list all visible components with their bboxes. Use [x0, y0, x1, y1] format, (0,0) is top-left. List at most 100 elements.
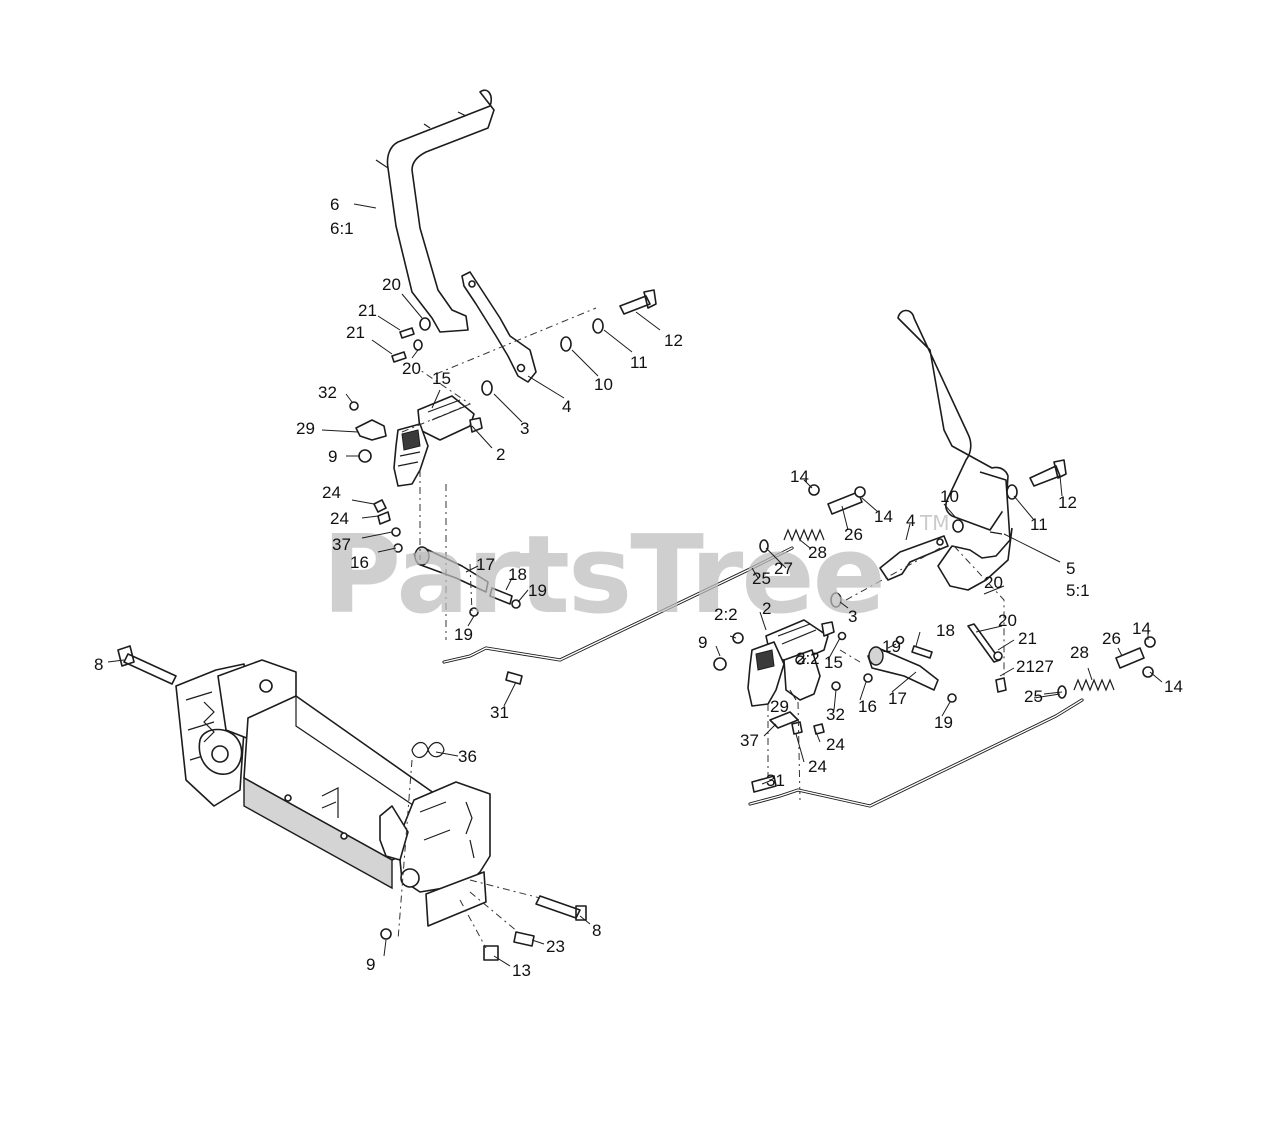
- callout-18[interactable]: 18: [936, 621, 955, 640]
- rod-end-31-left[interactable]: [505, 671, 523, 685]
- callout-14[interactable]: 14: [1164, 677, 1183, 696]
- pin-24-right-b[interactable]: [813, 723, 825, 735]
- callout-20[interactable]: 20: [998, 611, 1017, 630]
- callout-28[interactable]: 28: [808, 543, 827, 562]
- callout-2-2[interactable]: 2:2: [796, 649, 820, 668]
- left-damper-bracket[interactable]: [355, 419, 387, 441]
- callout-10[interactable]: 10: [594, 375, 613, 394]
- callout-24[interactable]: 24: [826, 735, 845, 754]
- washer-11-right[interactable]: [1006, 484, 1018, 500]
- callout-9[interactable]: 9: [366, 955, 375, 974]
- right-control-lever[interactable]: [897, 309, 1009, 531]
- bolt-21-upper[interactable]: [399, 327, 415, 339]
- callout-21[interactable]: 21: [1018, 629, 1037, 648]
- bolt-21-lower[interactable]: [391, 351, 407, 363]
- callout-10[interactable]: 10: [940, 487, 959, 506]
- callout-12[interactable]: 12: [664, 331, 683, 350]
- washer-27-left[interactable]: [759, 539, 769, 553]
- nut-15-right[interactable]: [837, 631, 847, 641]
- bolt-16-right[interactable]: [863, 673, 873, 683]
- washer-11-left[interactable]: [592, 318, 604, 334]
- callout-19[interactable]: 19: [934, 713, 953, 732]
- callout-13[interactable]: 13: [512, 961, 531, 980]
- nut-19-right-a[interactable]: [895, 635, 905, 645]
- callout-14[interactable]: 14: [790, 467, 809, 486]
- callout-5[interactable]: 5: [1066, 559, 1075, 578]
- callout-8[interactable]: 8: [94, 655, 103, 674]
- pin-24-right-a[interactable]: [791, 721, 803, 735]
- callout-20[interactable]: 20: [382, 275, 401, 294]
- callout-25[interactable]: 25: [1024, 687, 1043, 706]
- washer-21-right[interactable]: [993, 651, 1003, 661]
- bolt-21-right-lower[interactable]: [995, 677, 1007, 693]
- callout-37[interactable]: 37: [332, 535, 351, 554]
- pin-24-lower[interactable]: [377, 511, 391, 525]
- spring-28-right[interactable]: [1073, 678, 1115, 692]
- callout-3[interactable]: 3: [520, 419, 529, 438]
- bolt-23[interactable]: [513, 931, 535, 947]
- callout-19[interactable]: 19: [454, 625, 473, 644]
- pin-18-right[interactable]: [911, 645, 933, 659]
- spring-28-left[interactable]: [783, 528, 825, 542]
- callout-32[interactable]: 32: [826, 705, 845, 724]
- callout-23[interactable]: 23: [546, 937, 565, 956]
- pin-24-upper[interactable]: [373, 499, 387, 513]
- nut-14-right-a[interactable]: [1144, 636, 1156, 648]
- callout-37[interactable]: 37: [740, 731, 759, 750]
- nut-14-left-b[interactable]: [854, 486, 866, 498]
- callout-21[interactable]: 21: [358, 301, 377, 320]
- callout-26[interactable]: 26: [1102, 629, 1121, 648]
- callout-29[interactable]: 29: [770, 697, 789, 716]
- callout-24[interactable]: 24: [330, 509, 349, 528]
- rod-end-26-left[interactable]: [827, 491, 863, 515]
- nut-9-mount[interactable]: [380, 928, 392, 940]
- callout-28[interactable]: 28: [1070, 643, 1089, 662]
- callout-8[interactable]: 8: [592, 921, 601, 940]
- callout-29[interactable]: 29: [296, 419, 315, 438]
- callout-6-1[interactable]: 6:1: [330, 219, 354, 238]
- callout-21[interactable]: 21: [346, 323, 365, 342]
- nut-32-left[interactable]: [349, 401, 359, 411]
- rod-end-31-right[interactable]: [751, 775, 777, 793]
- callout-4[interactable]: 4: [906, 511, 915, 530]
- left-lever-bracket[interactable]: [417, 395, 475, 441]
- callout-19[interactable]: 19: [528, 581, 547, 600]
- pin-18-left[interactable]: [489, 587, 513, 605]
- nut-9-right[interactable]: [713, 657, 727, 671]
- callout-15[interactable]: 15: [432, 369, 451, 388]
- callout-12[interactable]: 12: [1058, 493, 1077, 512]
- nut-9-left[interactable]: [358, 449, 372, 463]
- callout-20[interactable]: 20: [984, 573, 1003, 592]
- callout-14[interactable]: 14: [874, 507, 893, 526]
- callout-36[interactable]: 36: [458, 747, 477, 766]
- washer-3-left[interactable]: [481, 380, 493, 396]
- callout-16[interactable]: 16: [858, 697, 877, 716]
- callout-9[interactable]: 9: [328, 447, 337, 466]
- callout-2-2[interactable]: 2:2: [714, 605, 738, 624]
- callout-32[interactable]: 32: [318, 383, 337, 402]
- callout-11[interactable]: 11: [630, 353, 648, 372]
- callout-27[interactable]: 27: [774, 559, 793, 578]
- callout-5-1[interactable]: 5:1: [1066, 581, 1090, 600]
- spring-36[interactable]: [411, 741, 445, 759]
- nut-2-2a[interactable]: [732, 632, 744, 644]
- callout-14[interactable]: 14: [1132, 619, 1151, 638]
- callout-26[interactable]: 26: [844, 525, 863, 544]
- right-damper-bracket[interactable]: [783, 649, 821, 701]
- bolt-12-left[interactable]: [619, 289, 657, 315]
- callout-4[interactable]: 4: [562, 397, 571, 416]
- callout-24[interactable]: 24: [808, 757, 827, 776]
- callout-17[interactable]: 17: [888, 689, 907, 708]
- left-lever-arm[interactable]: [461, 271, 537, 383]
- callout-24[interactable]: 24: [322, 483, 341, 502]
- callout-15[interactable]: 15: [824, 653, 843, 672]
- bolt-8-left[interactable]: [117, 645, 177, 685]
- callout-16[interactable]: 16: [350, 553, 369, 572]
- washer-20-upper[interactable]: [419, 317, 431, 331]
- callout-2127[interactable]: 2127: [1016, 657, 1054, 676]
- left-damper[interactable]: [413, 547, 489, 593]
- callout-3[interactable]: 3: [848, 607, 857, 626]
- nut-19-right-b[interactable]: [947, 693, 957, 703]
- callout-9[interactable]: 9: [698, 633, 707, 652]
- callout-6[interactable]: 6: [330, 195, 339, 214]
